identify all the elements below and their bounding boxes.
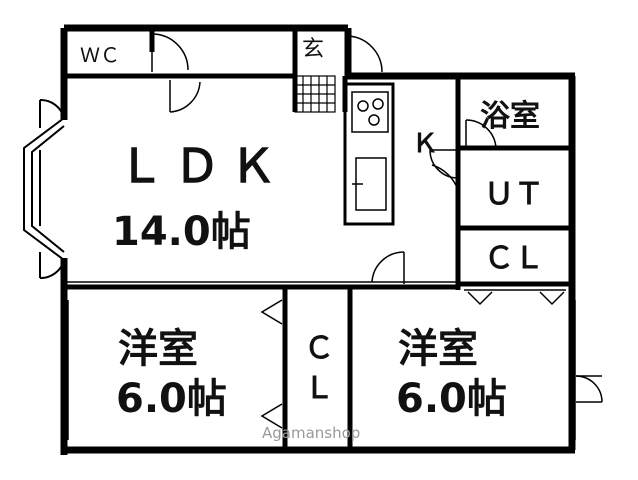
ldk-size: 14.0帖 [112, 209, 251, 255]
room-right-label: 洋室 [398, 326, 478, 372]
cl-mid-label-bottom: Ｌ [304, 371, 334, 406]
bay-window [23, 98, 65, 280]
watermark-text: Agamanshop [262, 424, 360, 442]
bath-label: 浴室 [480, 99, 540, 134]
door-swings [151, 33, 603, 429]
genkan-label: 玄 [302, 37, 324, 62]
sliding-door-marks [67, 289, 576, 440]
ldk-label: ＬＤＫ [118, 139, 286, 193]
cl-right-label: ＣＬ [484, 241, 544, 276]
kitchen-counter [343, 82, 395, 226]
room-left-size: 6.0帖 [116, 376, 227, 422]
genkan-floor-grid [294, 75, 336, 113]
room-left-label: 洋室 [118, 326, 198, 372]
ut-label: ＵＴ [484, 177, 544, 212]
room-right-size: 6.0帖 [396, 376, 507, 422]
wc-label: ＷＣ [80, 43, 120, 67]
cl-mid-label-top: Ｃ [304, 331, 334, 366]
kitchen-label: Ｋ [412, 129, 438, 159]
